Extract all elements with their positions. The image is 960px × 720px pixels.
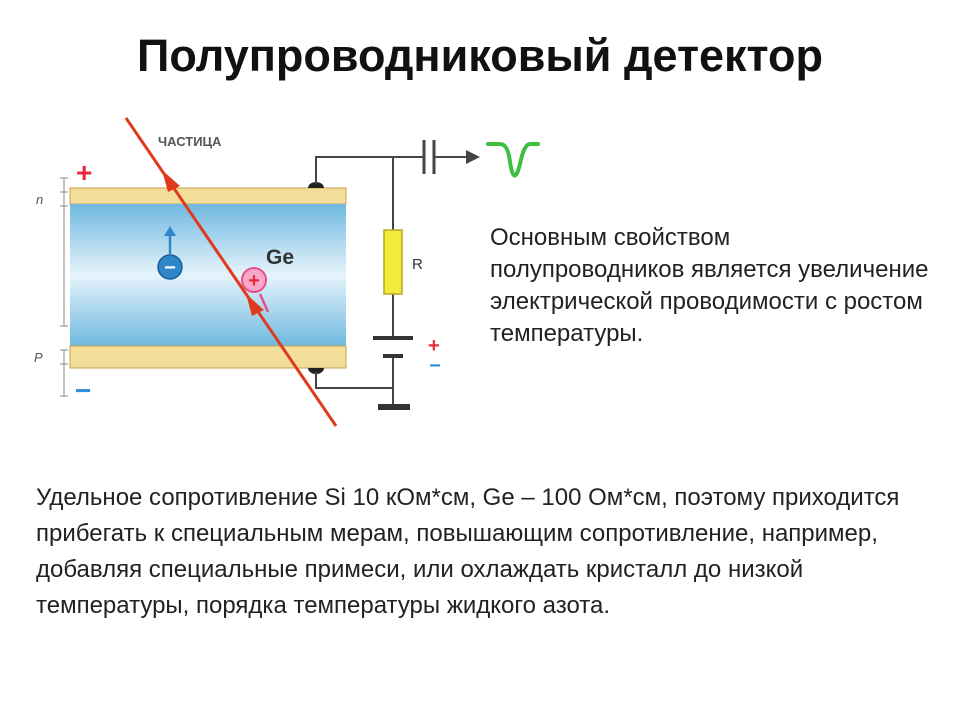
particle-track	[124, 117, 338, 427]
electron-arrowhead	[164, 226, 176, 236]
capacitor	[422, 140, 436, 174]
material-label: Ge	[266, 246, 294, 269]
dimension-marks	[60, 177, 68, 397]
slide-title: Полупроводниковый детектор	[137, 30, 823, 81]
resistor	[383, 229, 403, 295]
output-arrow	[466, 150, 480, 164]
n-layer-label: n	[36, 192, 43, 207]
ge-crystal	[70, 204, 346, 346]
particle-label: ЧАСТИЦА	[158, 134, 222, 149]
minus-sign-bottom: −	[75, 375, 91, 406]
bottom-paragraph: Удельное сопротивление Si 10 кОм*см, Ge …	[36, 484, 900, 619]
electron-sign: −	[164, 257, 176, 279]
particle-arrow-lower	[246, 294, 264, 316]
battery-plus-sign: +	[428, 335, 440, 357]
n-plate	[69, 187, 347, 205]
battery	[373, 336, 413, 358]
particle-arrow-upper	[162, 170, 180, 192]
electron	[157, 254, 183, 280]
p-layer-label: P	[34, 350, 43, 365]
hole-arrow	[258, 293, 270, 313]
resistor-label: R	[412, 256, 423, 273]
battery-minus-sign: −	[429, 355, 441, 377]
right-paragraph: Основным свойством полупроводников являе…	[490, 224, 929, 347]
signal-pulse	[486, 142, 540, 178]
plus-sign-top: +	[76, 157, 92, 188]
bottom-contact	[308, 368, 324, 374]
ground-symbol	[378, 404, 410, 410]
semiconductor-detector-diagram: n P + − R + − ЧАСТИЦА Ge	[34, 117, 540, 427]
top-contact	[308, 182, 324, 188]
p-plate	[69, 345, 347, 369]
circuit-wires	[315, 156, 423, 404]
hole	[241, 267, 267, 293]
hole-sign: +	[248, 270, 260, 292]
